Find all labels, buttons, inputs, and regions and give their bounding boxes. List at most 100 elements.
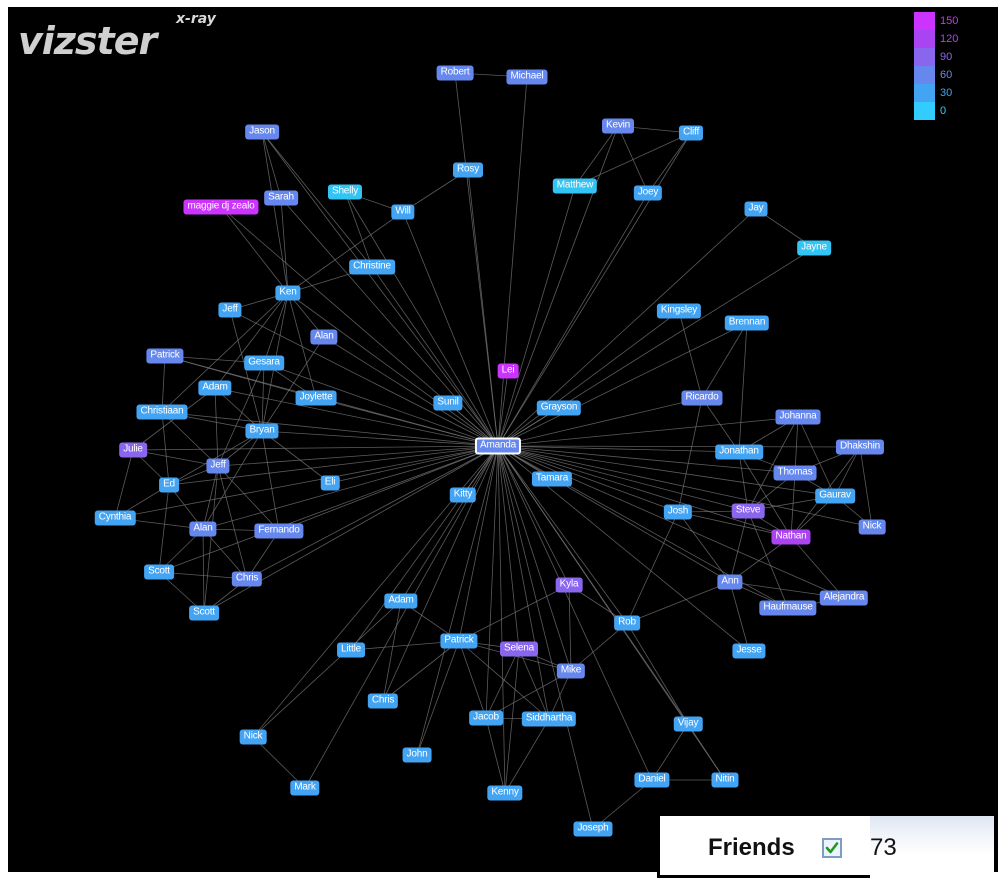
edge-from-focus	[246, 445, 499, 580]
friend-node-ann[interactable]: Ann	[717, 574, 743, 590]
legend-row: 0	[914, 102, 974, 120]
friend-node-sarah[interactable]: Sarah	[264, 190, 298, 206]
friend-node-gesara[interactable]: Gesara	[244, 355, 284, 371]
friend-node-eli[interactable]: Eli	[320, 475, 340, 491]
friend-node-matthew[interactable]: Matthew	[552, 178, 598, 194]
friend-node-jeff1[interactable]: Jeff	[218, 302, 242, 318]
friend-node-john[interactable]: John	[402, 747, 432, 763]
friend-node-christine[interactable]: Christine	[349, 259, 395, 275]
friend-node-nick1[interactable]: Nick	[858, 519, 886, 535]
friend-node-amanda[interactable]: Amanda	[474, 437, 522, 455]
edge	[164, 355, 317, 399]
friend-node-joey[interactable]: Joey	[633, 185, 663, 201]
friend-node-alan1[interactable]: Alan	[310, 329, 338, 345]
friend-node-christiaan[interactable]: Christiaan	[136, 404, 188, 420]
friend-node-lei[interactable]: Lei	[497, 363, 519, 379]
friend-node-siddhartha[interactable]: Siddhartha	[521, 711, 577, 727]
friend-node-nathan[interactable]: Nathan	[771, 529, 811, 545]
friend-node-daniel[interactable]: Daniel	[634, 772, 670, 788]
friend-node-alejandra[interactable]: Alejandra	[819, 590, 869, 606]
edge-from-focus	[497, 370, 509, 447]
edge	[548, 670, 572, 720]
friend-node-kyla[interactable]: Kyla	[555, 577, 583, 593]
friend-node-jason[interactable]: Jason	[245, 124, 279, 140]
friend-node-mike[interactable]: Mike	[556, 663, 586, 679]
friend-node-michael[interactable]: Michael	[506, 69, 548, 85]
friend-node-chris2[interactable]: Chris	[367, 693, 399, 709]
friend-node-steve[interactable]: Steve	[731, 503, 765, 519]
friend-node-josh[interactable]: Josh	[663, 504, 693, 520]
friend-node-patrick2[interactable]: Patrick	[440, 633, 478, 649]
edge	[794, 416, 799, 474]
edge	[214, 387, 219, 467]
edge	[859, 446, 873, 528]
edge	[161, 411, 219, 467]
friend-node-selena[interactable]: Selena	[500, 641, 538, 657]
edge-from-focus	[497, 445, 520, 650]
friend-node-maggie[interactable]: maggie dj zealo	[183, 199, 259, 215]
friend-node-gaurav[interactable]: Gaurav	[815, 488, 855, 504]
friend-node-jayne[interactable]: Jayne	[797, 240, 831, 256]
friend-node-patrick1[interactable]: Patrick	[146, 348, 184, 364]
edge-from-focus	[497, 192, 649, 447]
friend-node-fernando[interactable]: Fernando	[254, 523, 304, 539]
friend-node-rosy[interactable]: Rosy	[453, 162, 483, 178]
edge	[202, 528, 248, 580]
friend-node-kenny[interactable]: Kenny	[487, 785, 523, 801]
friend-node-jeff2[interactable]: Jeff	[206, 458, 230, 474]
friend-node-will[interactable]: Will	[391, 204, 415, 220]
friend-node-haufmause[interactable]: Haufmause	[759, 600, 817, 616]
friend-node-robert[interactable]: Robert	[436, 65, 474, 81]
friend-node-johanna[interactable]: Johanna	[775, 409, 821, 425]
friend-node-alan2[interactable]: Alan	[189, 521, 217, 537]
friend-node-adam1[interactable]: Adam	[198, 380, 232, 396]
friend-node-kitty[interactable]: Kitty	[449, 487, 477, 503]
friend-node-scott2[interactable]: Scott	[189, 605, 219, 621]
friend-node-chris1[interactable]: Chris	[231, 571, 263, 587]
friend-node-ricardo[interactable]: Ricardo	[681, 390, 723, 406]
friend-node-grayson[interactable]: Grayson	[536, 400, 582, 416]
friend-node-ken[interactable]: Ken	[275, 285, 301, 301]
friends-count-background	[870, 816, 994, 881]
friend-node-dhakshin[interactable]: Dhakshin	[835, 439, 885, 455]
friend-node-bryan[interactable]: Bryan	[245, 423, 279, 439]
edge	[678, 310, 703, 399]
friend-node-thomas[interactable]: Thomas	[773, 465, 817, 481]
friends-checkbox[interactable]	[822, 838, 842, 858]
checkmark-icon	[825, 842, 839, 854]
edge-from-focus	[323, 336, 499, 447]
edge	[263, 292, 289, 364]
friend-node-shelly[interactable]: Shelly	[327, 184, 363, 200]
friend-node-mark[interactable]: Mark	[290, 780, 320, 796]
friend-node-brennan[interactable]: Brennan	[724, 315, 770, 331]
friend-node-cynthia[interactable]: Cynthia	[94, 510, 136, 526]
friend-node-sunil[interactable]: Sunil	[433, 395, 463, 411]
friend-node-vijay[interactable]: Vijay	[673, 716, 703, 732]
friend-node-kingsley[interactable]: Kingsley	[656, 303, 702, 319]
friend-node-jonathan[interactable]: Jonathan	[715, 444, 763, 460]
friend-node-jay[interactable]: Jay	[744, 201, 768, 217]
friend-node-joylette[interactable]: Joylette	[295, 390, 337, 406]
friend-node-cliff[interactable]: Cliff	[678, 125, 704, 141]
friend-node-jacob[interactable]: Jacob	[469, 710, 503, 726]
friend-node-little[interactable]: Little	[337, 642, 365, 658]
friend-node-ed[interactable]: Ed	[159, 477, 179, 493]
friend-node-rob[interactable]: Rob	[614, 615, 640, 631]
friend-node-nitin[interactable]: Nitin	[711, 772, 739, 788]
edge-from-focus	[497, 416, 799, 447]
edge	[220, 206, 289, 294]
edge-from-focus	[382, 445, 499, 702]
edge	[574, 132, 692, 187]
friend-node-scott1[interactable]: Scott	[144, 564, 174, 580]
friend-node-adam2[interactable]: Adam	[384, 593, 418, 609]
friend-node-julie[interactable]: Julie	[119, 442, 147, 458]
edge-from-focus	[416, 445, 499, 756]
friend-node-kevin[interactable]: Kevin	[601, 118, 635, 134]
edge-from-focus	[203, 445, 499, 614]
friend-node-tamara[interactable]: Tamara	[531, 471, 573, 487]
friend-node-joseph[interactable]: Joseph	[573, 821, 613, 837]
edge	[738, 451, 792, 538]
friend-node-nick2[interactable]: Nick	[239, 729, 267, 745]
friend-node-jesse[interactable]: Jesse	[732, 643, 766, 659]
